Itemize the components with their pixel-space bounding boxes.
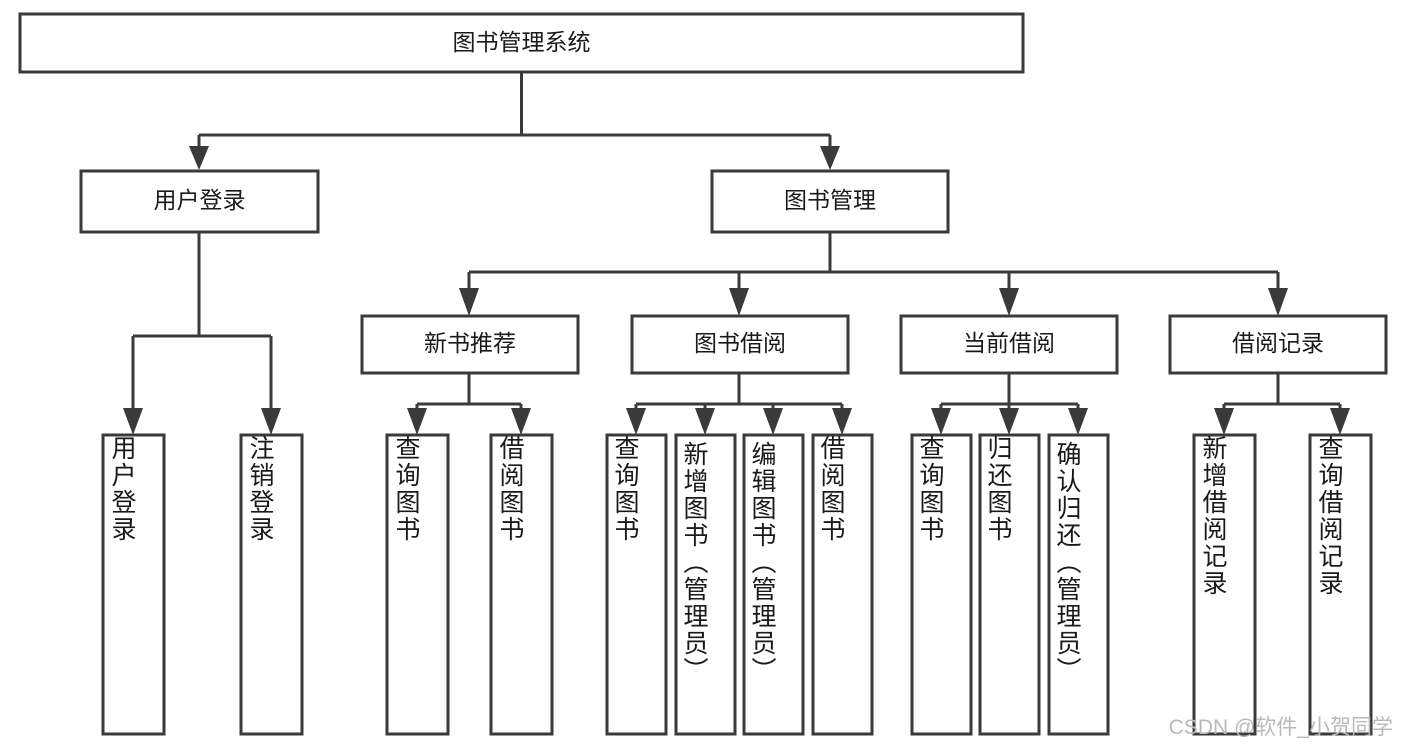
arrow-head-leaf-confirm-return <box>1068 408 1088 435</box>
arrow-head-new-book-rec <box>459 288 479 316</box>
node-leaf-query-record-box[interactable] <box>1308 433 1373 736</box>
node-root[interactable]: 图书管理系统 <box>18 12 1025 74</box>
arrow-head-leaf-return-book <box>999 408 1019 435</box>
arrow-head-leaf-borrow-book-1 <box>511 408 531 435</box>
arrow-head-leaf-add-book <box>695 408 715 435</box>
arrow-head-leaf-borrow-book-2 <box>832 408 852 435</box>
node-leaf-add-record-box[interactable] <box>1192 433 1257 736</box>
arrow-head-current-borrow <box>999 288 1019 316</box>
arrow-head-leaf-user-logout <box>261 408 281 435</box>
node-new-book-rec[interactable]: 新书推荐 <box>360 314 580 375</box>
node-leaf-query-book-1-box[interactable] <box>385 433 450 736</box>
node-user-login-box[interactable] <box>79 169 320 234</box>
arrow-head-leaf-add-record <box>1214 408 1234 435</box>
node-leaf-edit-book-box[interactable] <box>742 433 805 736</box>
node-user-login-label: 用户登录 <box>154 187 246 213</box>
node-current-borrow[interactable]: 当前借阅 <box>899 314 1119 375</box>
node-borrow-record-label: 借阅记录 <box>1232 330 1324 356</box>
node-leaf-confirm-return-box[interactable] <box>1047 433 1110 736</box>
node-book-borrow-label: 图书借阅 <box>694 330 786 356</box>
node-borrow-record[interactable]: 借阅记录 <box>1168 314 1388 375</box>
arrow-head-leaf-query-record <box>1330 408 1350 435</box>
node-leaf-borrow-book-2-box[interactable] <box>811 433 874 736</box>
node-root-box[interactable] <box>18 12 1025 74</box>
arrow-head-leaf-edit-book <box>763 408 783 435</box>
node-new-book-rec-label: 新书推荐 <box>424 330 516 356</box>
node-book-manage-box[interactable] <box>710 169 950 234</box>
node-root-label: 图书管理系统 <box>453 29 591 55</box>
node-book-manage-label: 图书管理 <box>784 187 876 213</box>
node-leaf-query-book-2-box[interactable] <box>605 433 668 736</box>
connector-group <box>123 72 1350 435</box>
node-leaf-user-login-box[interactable] <box>101 433 166 736</box>
node-leaf-add-book-box[interactable] <box>674 433 737 736</box>
node-borrow-record-box[interactable] <box>1168 314 1388 375</box>
node-current-borrow-label: 当前借阅 <box>963 330 1055 356</box>
node-leaf-borrow-book-1-box[interactable] <box>489 433 554 736</box>
node-leaf-user-logout-box[interactable] <box>239 433 304 736</box>
node-book-borrow-box[interactable] <box>630 314 850 375</box>
arrow-head-leaf-user-login <box>123 408 143 435</box>
node-book-borrow[interactable]: 图书借阅 <box>630 314 850 375</box>
node-user-login[interactable]: 用户登录 <box>79 169 320 234</box>
node-book-manage[interactable]: 图书管理 <box>710 169 950 234</box>
arrow-head-leaf-query-book-3 <box>931 408 951 435</box>
arrow-head-user-login <box>189 146 209 170</box>
arrow-head-book-manage <box>820 146 840 170</box>
arrow-head-book-borrow <box>729 288 749 316</box>
node-leaf-query-book-3-box[interactable] <box>910 433 973 736</box>
node-current-borrow-box[interactable] <box>899 314 1119 375</box>
node-leaf-return-book-box[interactable] <box>978 433 1041 736</box>
arrow-head-leaf-query-book-1 <box>407 408 427 435</box>
arrow-head-leaf-query-book-2 <box>626 408 646 435</box>
node-new-book-rec-box[interactable] <box>360 314 580 375</box>
csdn-watermark: CSDN @软件_小贺同学 <box>1168 716 1393 739</box>
arrow-head-borrow-record <box>1268 288 1288 316</box>
